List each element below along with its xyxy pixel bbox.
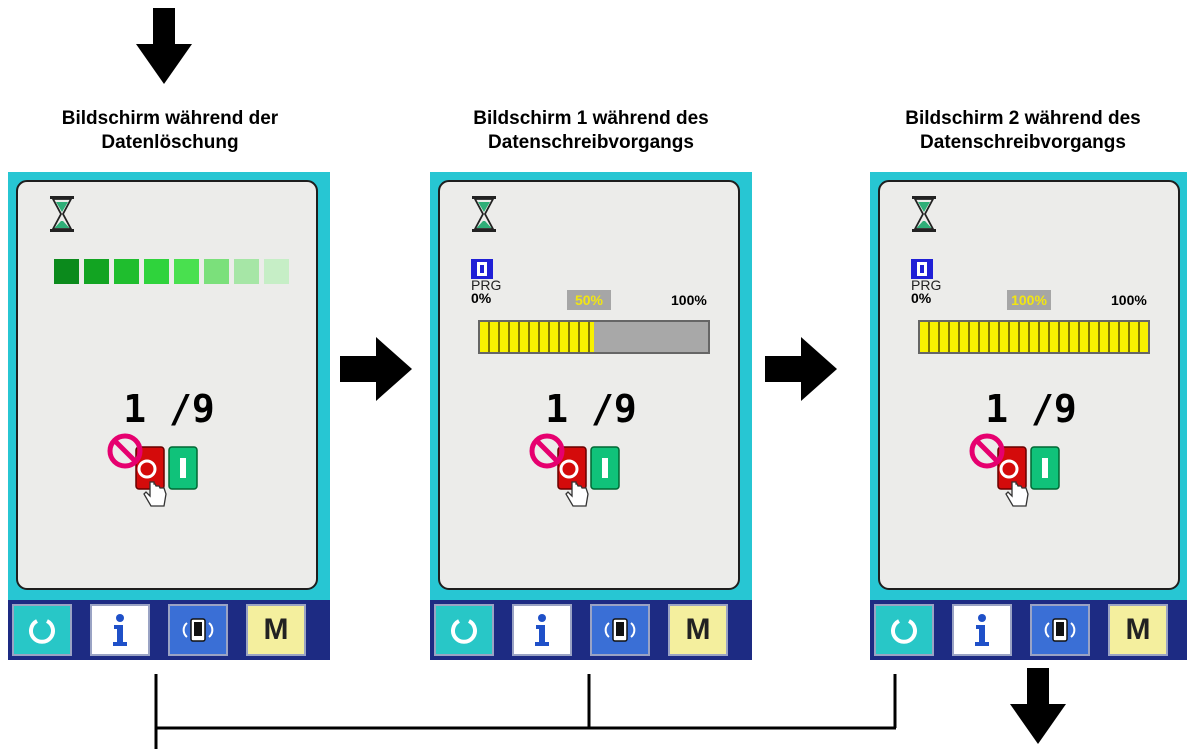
progress-segment	[234, 259, 259, 284]
reset-icon	[451, 619, 477, 644]
mode-icon: M	[1125, 613, 1151, 646]
hourglass-icon	[472, 196, 496, 232]
progress-end-label: 100%	[671, 292, 707, 308]
bottom-toolbar: M	[870, 600, 1187, 660]
down-arrow-icon	[1010, 668, 1066, 744]
progress-segment	[144, 259, 169, 284]
prg-label: PRG	[471, 277, 502, 293]
info-icon	[113, 614, 127, 646]
hand-pointer-icon	[565, 481, 589, 507]
progress-end-label: 100%	[1111, 292, 1147, 308]
down-arrow-icon	[136, 8, 192, 84]
progress-current-label: 100%	[1007, 290, 1051, 310]
prohibited-icon	[529, 433, 565, 469]
info-button[interactable]	[90, 604, 150, 656]
communication-button[interactable]	[1030, 604, 1090, 656]
progress-current-label: 50%	[567, 290, 611, 310]
bottom-toolbar: M	[8, 600, 330, 660]
reset-icon	[891, 619, 917, 644]
progress-bar-fill	[920, 322, 1148, 352]
right-arrow-icon	[340, 337, 412, 401]
progress-segment	[84, 259, 109, 284]
hourglass-icon	[50, 196, 74, 232]
memory-card-icon	[471, 259, 493, 279]
memory-card-icon	[911, 259, 933, 279]
progress-segment	[174, 259, 199, 284]
progress-start-label: 0%	[471, 290, 492, 306]
write-progress-bar	[478, 320, 710, 354]
start-button-icon	[168, 446, 198, 490]
right-arrow-icon	[765, 337, 837, 401]
mode-icon: M	[685, 613, 711, 646]
screen-data-writing-2: PRG 0% 100% 100% 1 /9	[870, 172, 1187, 660]
communication-icon	[182, 618, 214, 642]
start-button-icon	[590, 446, 620, 490]
hourglass-icon	[912, 196, 936, 232]
page-counter: 1 /9	[123, 387, 215, 431]
progress-segment	[204, 259, 229, 284]
page-counter: 1 /9	[985, 387, 1077, 431]
progress-start-label: 0%	[911, 290, 932, 306]
reset-button[interactable]	[874, 604, 934, 656]
progress-segment	[264, 259, 289, 284]
page-counter: 1 /9	[545, 387, 637, 431]
communication-icon	[1044, 618, 1076, 642]
start-button-icon	[1030, 446, 1060, 490]
operation-locked-icons	[529, 433, 620, 507]
reset-button[interactable]	[12, 604, 72, 656]
stop-button-icon	[135, 446, 165, 490]
mode-icon: M	[263, 613, 289, 646]
reset-button[interactable]	[434, 604, 494, 656]
display-panel: 1 /9	[16, 180, 318, 590]
progress-bar-fill	[480, 322, 594, 352]
communication-button[interactable]	[590, 604, 650, 656]
prohibited-icon	[969, 433, 1005, 469]
reset-icon	[29, 619, 55, 644]
hand-pointer-icon	[143, 481, 167, 507]
display-panel: PRG 0% 50% 100% 1 /9	[438, 180, 740, 590]
communication-icon	[604, 618, 636, 642]
progress-segment	[54, 259, 79, 284]
mode-button[interactable]: M	[1108, 604, 1168, 656]
progress-segment	[114, 259, 139, 284]
info-icon	[535, 614, 549, 646]
info-button[interactable]	[952, 604, 1012, 656]
screen-data-writing-1: PRG 0% 50% 100% 1 /9	[430, 172, 752, 660]
bottom-toolbar: M	[430, 600, 752, 660]
info-icon	[975, 614, 989, 646]
mode-button[interactable]: M	[246, 604, 306, 656]
prg-label: PRG	[911, 277, 942, 293]
prohibited-icon	[107, 433, 143, 469]
flow-connector	[154, 674, 897, 749]
communication-button[interactable]	[168, 604, 228, 656]
mode-button[interactable]: M	[668, 604, 728, 656]
info-button[interactable]	[512, 604, 572, 656]
hand-pointer-icon	[1005, 481, 1029, 507]
operation-locked-icons	[107, 433, 198, 507]
display-panel: PRG 0% 100% 100% 1 /9	[878, 180, 1180, 590]
operation-locked-icons	[969, 433, 1060, 507]
write-progress-bar	[918, 320, 1150, 354]
screen-data-erasing: 1 /9	[8, 172, 330, 660]
